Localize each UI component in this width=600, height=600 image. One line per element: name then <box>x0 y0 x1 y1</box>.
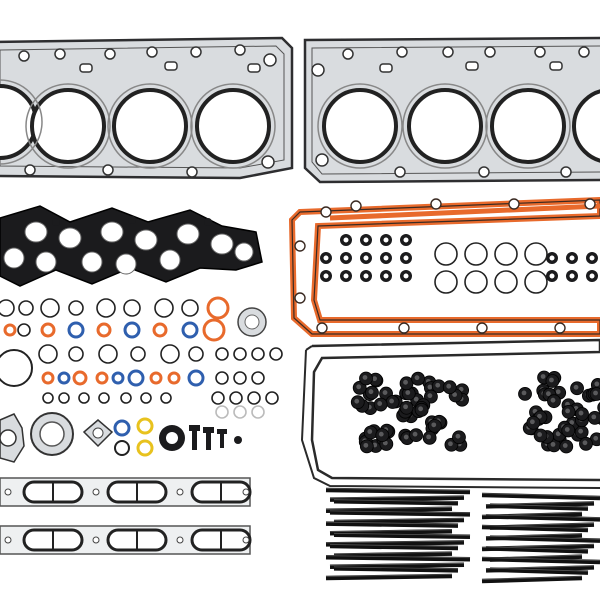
injector-seal-grid <box>320 234 598 294</box>
valve-cover-gasket-outline <box>300 338 600 489</box>
intake-gasket-upper <box>0 477 252 507</box>
crank-seal <box>159 425 185 451</box>
large-o-ring <box>0 349 33 387</box>
head-gasket-left <box>0 36 294 180</box>
bolts <box>189 425 242 450</box>
exhaust-manifold-gasket <box>0 205 263 287</box>
valve-cover-gasket-orange <box>288 196 600 337</box>
colored-seals-small <box>113 417 154 457</box>
valve-stem-seal-cluster-right <box>518 370 600 454</box>
flange-gasket <box>82 419 114 448</box>
egr-cooler-gasket <box>30 412 74 456</box>
assorted-o-rings <box>0 296 283 419</box>
oil-cooler-gasket <box>0 413 25 463</box>
head-bolts-right <box>481 492 600 584</box>
head-gasket-right <box>303 36 600 184</box>
head-bolts-left <box>325 487 471 581</box>
intake-gasket-lower <box>0 525 252 555</box>
valve-stem-seal-cluster-left <box>350 371 470 454</box>
